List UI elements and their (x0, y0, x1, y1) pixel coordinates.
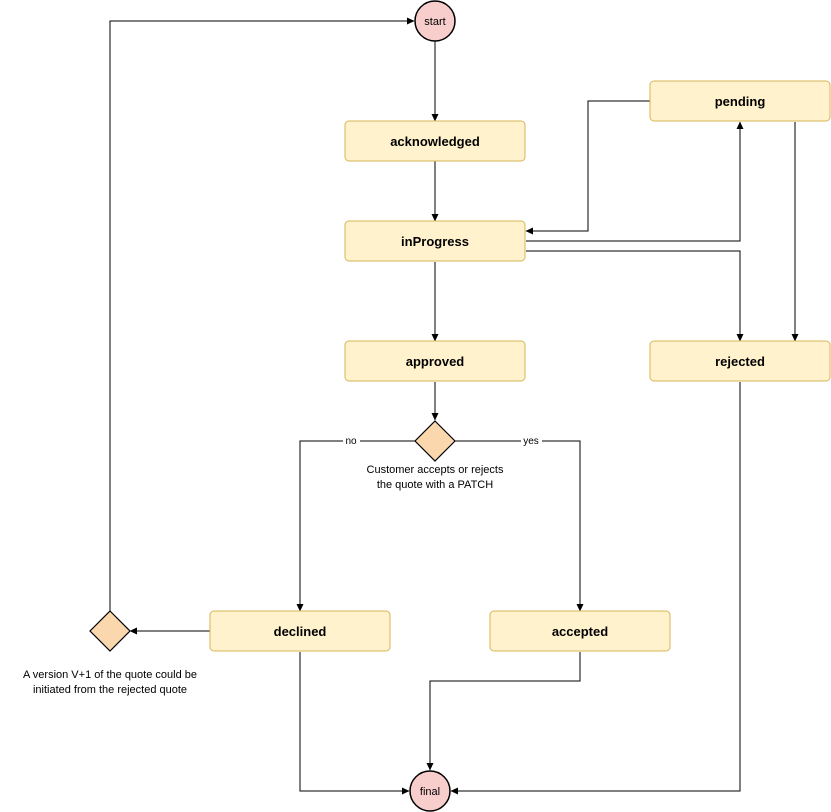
edge-accepted-final (426, 652, 581, 771)
decision-customer-note-line2: the quote with a PATCH (377, 479, 493, 491)
edge-decision-declined (296, 440, 415, 612)
edge-label-no: no (345, 436, 357, 447)
state-approved-label: approved (406, 354, 465, 369)
state-accepted: accepted (489, 610, 671, 652)
state-pending: pending (649, 80, 831, 122)
decision-version-note-line1: A version V+1 of the quote could be (23, 669, 197, 681)
yes-label-bg (521, 435, 542, 447)
edge-rejected-final (450, 382, 741, 795)
decision-version-note-line2: initiated from the rejected quote (33, 684, 187, 696)
edge-labels: no yes (343, 435, 542, 447)
state-pending-label: pending (715, 94, 766, 109)
state-acknowledged-label: acknowledged (390, 134, 480, 149)
edge-inprogress-pending (526, 121, 744, 242)
edges (109, 17, 799, 795)
decision-customer-note-line1: Customer accepts or rejects (367, 464, 504, 476)
state-rejected-label: rejected (715, 354, 765, 369)
edge-declined-final (299, 652, 410, 795)
final-label: final (420, 786, 440, 798)
state-accepted-label: accepted (552, 624, 608, 639)
decision-customer: Customer accepts or rejects the quote wi… (367, 420, 504, 491)
state-inprogress: inProgress (344, 220, 526, 262)
state-acknowledged: acknowledged (344, 120, 526, 162)
state-rejected: rejected (649, 340, 831, 382)
decision-version: A version V+1 of the quote could be init… (23, 610, 197, 696)
no-label-bg (343, 435, 360, 447)
state-approved: approved (344, 340, 526, 382)
state-declined-label: declined (274, 624, 327, 639)
edge-decision-accepted (455, 440, 584, 612)
edge-inprogress-rejected (526, 250, 744, 342)
edge-version-decision-start (109, 17, 415, 611)
edge-pending-inprogress (525, 100, 650, 235)
final-node: final (409, 770, 451, 812)
state-declined: declined (209, 610, 391, 652)
edge-label-yes: yes (523, 436, 539, 447)
start-label: start (424, 16, 445, 28)
state-inprogress-label: inProgress (401, 234, 469, 249)
start-node: start (414, 0, 456, 42)
